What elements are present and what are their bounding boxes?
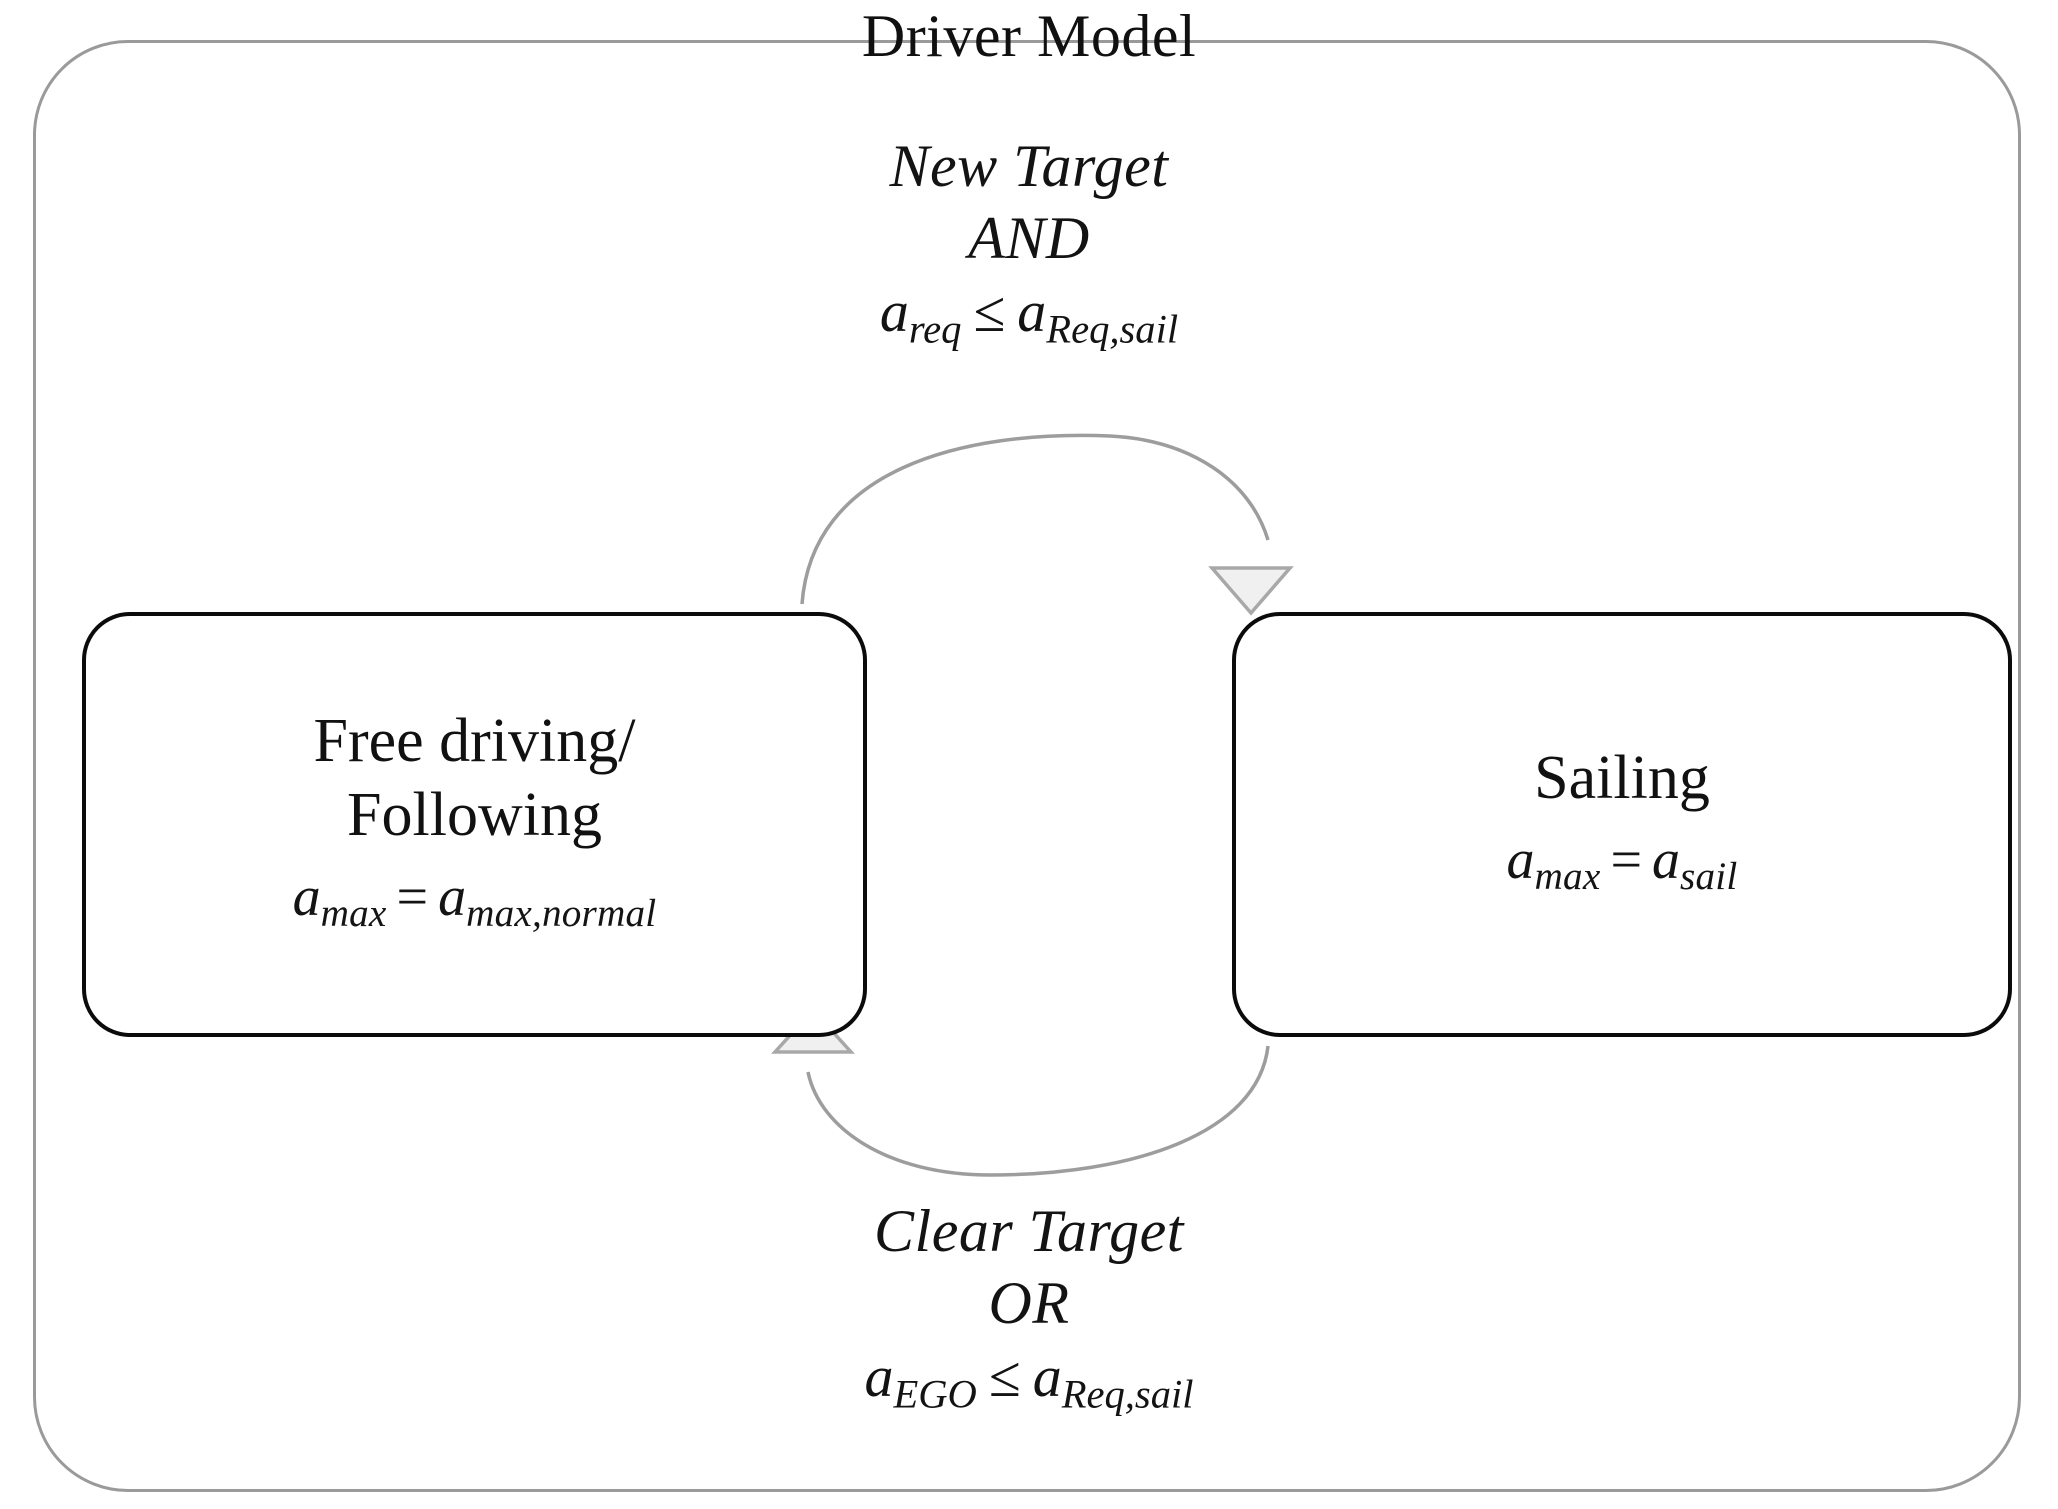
equation-operator: ≤ — [988, 1344, 1021, 1409]
equation-operator: ≤ — [973, 279, 1006, 344]
state-title-free-following: Free driving/ Following — [313, 707, 636, 850]
equation-lhs-var: a — [879, 279, 909, 344]
state-equation-sailing: amax=asail — [1507, 829, 1738, 908]
equation-operator: = — [396, 866, 429, 929]
equation-rhs-var: a — [1032, 1344, 1062, 1409]
equation-operator: = — [1610, 829, 1643, 892]
equation-rhs-var: a — [1017, 279, 1047, 344]
equation-rhs-sub: sail — [1680, 854, 1738, 898]
equation-rhs-sub: Req,sail — [1046, 306, 1179, 352]
driver-model-frame — [33, 40, 2021, 1492]
equation-lhs-sub: max — [320, 891, 387, 935]
state-box-sailing[interactable]: Sailing amax=asail — [1232, 612, 2012, 1037]
frame-title: Driver Model — [861, 3, 1197, 69]
equation-lhs-var: a — [864, 1344, 894, 1409]
equation-rhs-var: a — [438, 866, 467, 929]
transition-condition-equation: areq≤aReq,sail — [0, 274, 2058, 367]
equation-rhs-sub: max,normal — [466, 891, 657, 935]
transition-condition-equation: aEGO≤aReq,sail — [0, 1339, 2058, 1432]
equation-rhs-var: a — [1652, 829, 1681, 892]
equation-lhs-sub: max — [1534, 854, 1601, 898]
equation-rhs-sub: Req,sail — [1061, 1371, 1194, 1417]
equation-lhs-sub: req — [908, 306, 962, 352]
transition-condition-line1: Clear Target — [874, 1198, 1184, 1264]
equation-lhs-var: a — [1506, 829, 1535, 892]
state-title-sailing: Sailing — [1534, 744, 1710, 813]
transition-condition-operator: AND — [968, 205, 1090, 271]
transition-condition-operator: OR — [988, 1270, 1070, 1336]
frame-title-gap — [745, 18, 1315, 40]
transition-label-to-free-following: Clear Target OR aEGO≤aReq,sail — [0, 1195, 2058, 1432]
state-box-free-following[interactable]: Free driving/ Following amax=amax,normal — [82, 612, 867, 1037]
equation-lhs-sub: EGO — [893, 1371, 977, 1417]
transition-condition-line1: New Target — [889, 133, 1169, 199]
transition-label-to-sailing: New Target AND areq≤aReq,sail — [0, 130, 2058, 367]
equation-lhs-var: a — [292, 866, 321, 929]
state-equation-free-following: amax=amax,normal — [293, 866, 657, 945]
